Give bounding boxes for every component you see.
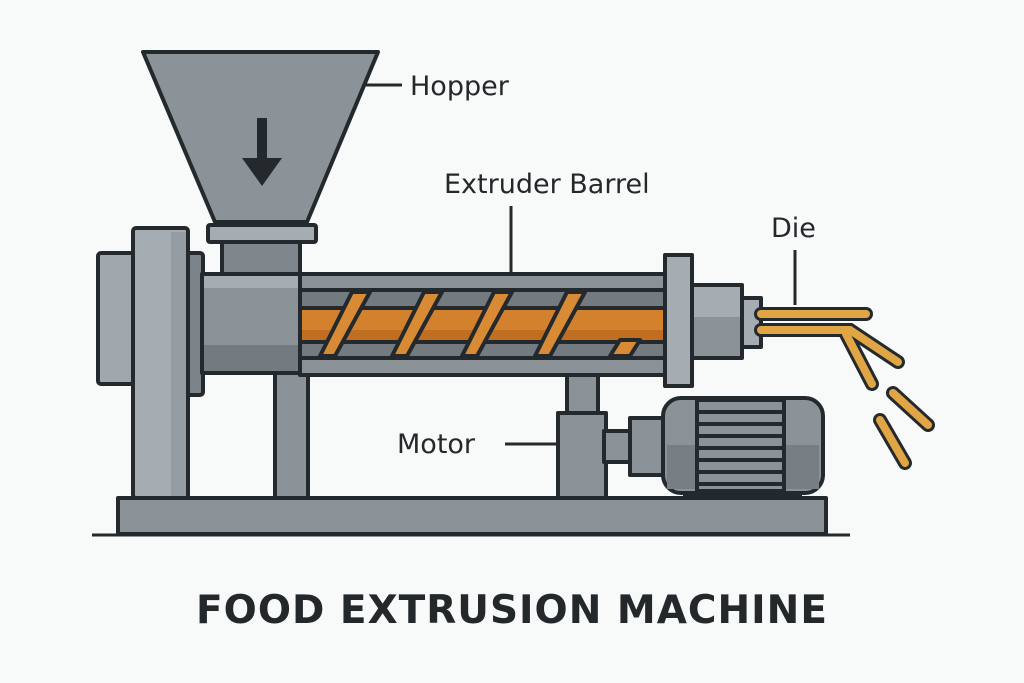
barrel-support-block — [556, 411, 608, 500]
diagram-title: FOOD EXTRUSION MACHINE — [196, 588, 828, 633]
gearbox-plate — [96, 251, 137, 386]
barrel-end-flange — [663, 253, 694, 388]
machine-base — [116, 496, 828, 536]
label-hopper: Hopper — [410, 71, 510, 102]
die-nozzle — [740, 296, 763, 349]
screw-flights — [318, 290, 642, 358]
cooling-fins — [697, 410, 784, 486]
leader-lines — [366, 83, 797, 446]
barrel-support-post — [565, 373, 600, 417]
label-extruder-barrel: Extruder Barrel — [444, 169, 650, 200]
down-arrow-icon — [242, 118, 282, 186]
label-die: Die — [771, 213, 816, 244]
extruder-barrel — [298, 272, 667, 377]
motor — [602, 396, 825, 499]
label-motor: Motor — [397, 429, 476, 460]
barrel-leg — [273, 370, 310, 500]
extrudate-strands — [754, 307, 935, 470]
